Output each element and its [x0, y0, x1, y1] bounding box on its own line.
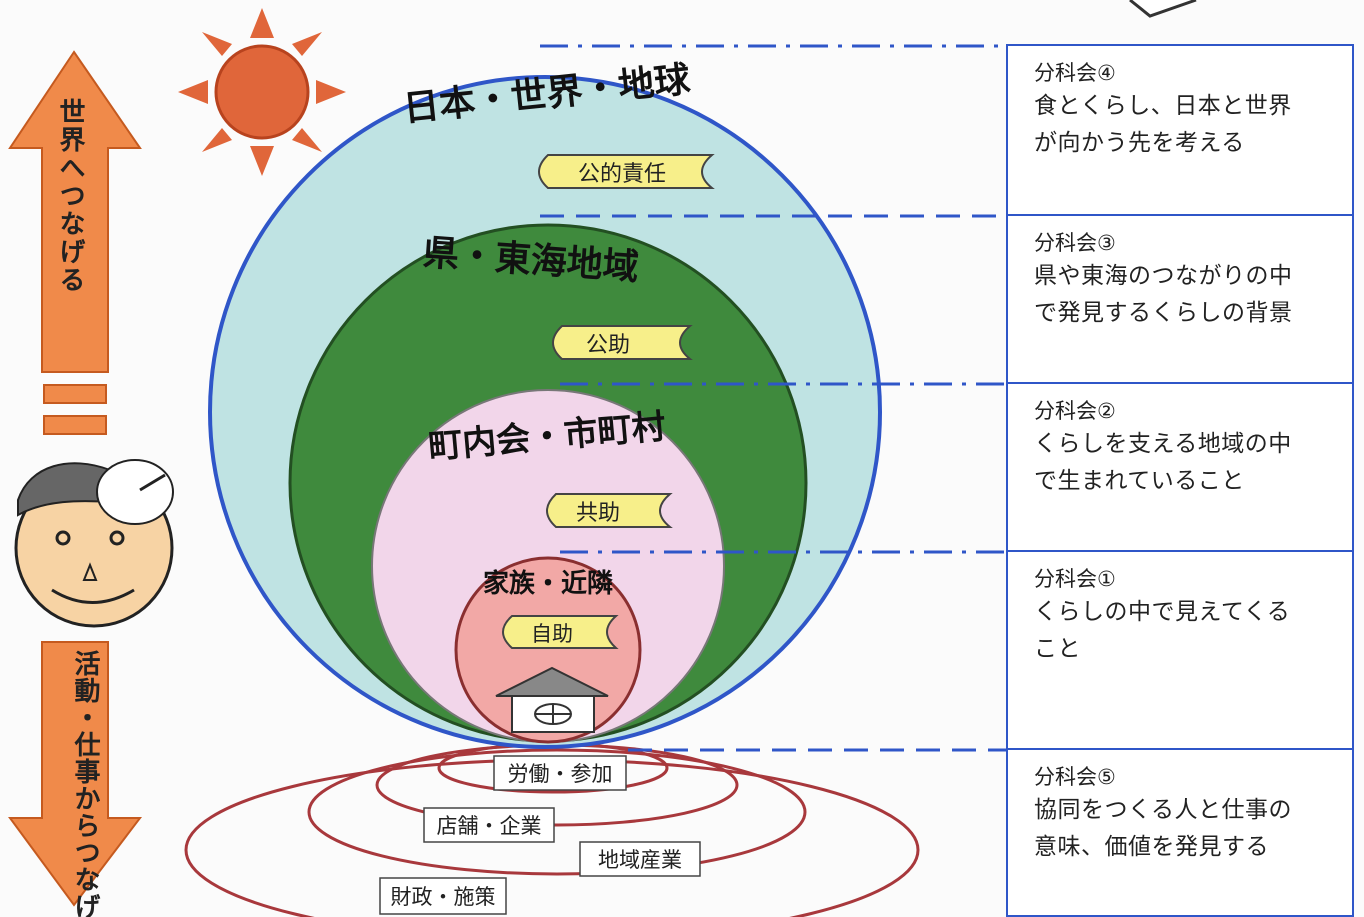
- inner-circle-label: 家族・近隣: [483, 568, 613, 599]
- panel-title: 分科会⑤: [1034, 765, 1116, 789]
- panel-subcommittee-4: 分科会④ 食とくらし、日本と世界 が向かう先を考える: [1006, 44, 1354, 216]
- base-label-local-industry: 地域産業: [579, 841, 701, 877]
- panel-line: で生まれていること: [1034, 468, 1245, 494]
- up-arrow: [8, 50, 142, 373]
- panel-line: くらしの中で見えてくる: [1034, 599, 1291, 625]
- base-label-finance-text: 財政・施策: [391, 885, 496, 909]
- house-icon: [495, 666, 609, 733]
- tag-public-responsibility: 公的責任: [538, 154, 715, 189]
- tag-public-help: 公助: [552, 325, 693, 360]
- sun-icon: [178, 8, 346, 176]
- panel-line: 意味、価値を発見する: [1034, 834, 1269, 860]
- down-arrow: [8, 641, 143, 907]
- panel-subcommittee-1: 分科会① くらしの中で見えてくる こと: [1006, 552, 1354, 750]
- panel-subcommittee-5: 分科会⑤ 協同をつくる人と仕事の 意味、価値を発見する: [1006, 750, 1354, 917]
- connector-lines: [540, 44, 1006, 752]
- base-label-finance: 財政・施策: [379, 877, 507, 915]
- tag-self-help: 自助: [502, 615, 619, 649]
- panel-title: 分科会③: [1034, 231, 1116, 255]
- panel-title: 分科会④: [1034, 61, 1116, 85]
- tag-mutual-help-label: 共助: [576, 501, 620, 526]
- base-label-local-industry-text: 地域産業: [598, 848, 682, 872]
- base-label-labor: 労働・参加: [493, 755, 627, 791]
- panel-line: 県や東海のつながりの中: [1034, 263, 1293, 289]
- tag-public-help-label: 公助: [586, 333, 630, 358]
- down-arrow-label: 活動・仕事からつなげる: [70, 650, 101, 917]
- panel-title: 分科会①: [1034, 567, 1116, 591]
- base-label-stores-text: 店舗・企業: [437, 814, 542, 838]
- up-arrow-label: 世界へつなげる: [55, 98, 85, 294]
- panel-line: 協同をつくる人と仕事の: [1034, 797, 1293, 823]
- panel-title: 分科会②: [1034, 399, 1116, 423]
- face-character-icon: [14, 459, 174, 628]
- tag-self-help-label: 自助: [531, 622, 573, 646]
- panel-subcommittee-3: 分科会③ 県や東海のつながりの中 で発見するくらしの背景: [1006, 216, 1354, 384]
- panel-line: くらしを支える地域の中: [1034, 431, 1292, 457]
- panel-subcommittee-2: 分科会② くらしを支える地域の中 で生まれていること: [1006, 384, 1354, 552]
- panel-line: で発見するくらしの背景: [1034, 300, 1293, 326]
- base-label-labor-text: 労働・参加: [508, 762, 613, 786]
- base-label-stores: 店舗・企業: [423, 807, 555, 843]
- panel-line: 食とくらし、日本と世界: [1034, 93, 1292, 119]
- corner-fragment: [1129, 0, 1197, 18]
- tag-mutual-help: 共助: [546, 493, 673, 528]
- panel-line: が向かう先を考える: [1034, 130, 1245, 156]
- equals-sign: [43, 384, 107, 435]
- tag-public-responsibility-label: 公的責任: [578, 162, 666, 187]
- panel-line: こと: [1034, 636, 1081, 662]
